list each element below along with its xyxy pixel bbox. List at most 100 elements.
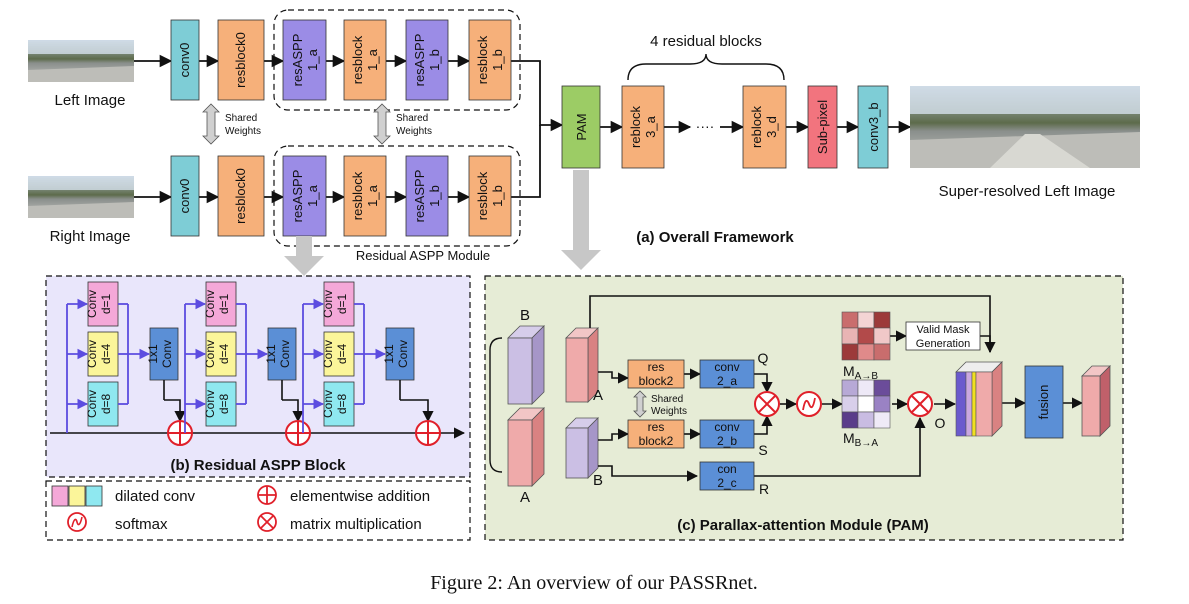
conv0-bottom: conv0 (170, 155, 200, 237)
svg-text:conv: conv (714, 420, 739, 434)
svg-text:resASPP: resASPP (290, 170, 305, 223)
svg-text:Conv: Conv (203, 390, 217, 418)
svg-text:resblock0: resblock0 (233, 32, 248, 88)
reblock-3d: reblock 3_d (742, 85, 787, 169)
resaspp-1b-top: resASPP 1_b (405, 19, 449, 101)
aspp-add-1 (167, 420, 193, 446)
svg-text:conv0: conv0 (177, 43, 192, 78)
svg-text:3_a: 3_a (643, 115, 658, 137)
svg-text:Conv: Conv (278, 340, 292, 368)
svg-text:Conv: Conv (396, 340, 410, 368)
svg-text:1_a: 1_a (365, 184, 380, 206)
svg-text:block2: block2 (639, 374, 674, 388)
down-arrow-aspp (284, 236, 324, 276)
residual-aspp-module-label: Residual ASPP Module (356, 248, 490, 263)
aspp-module-bottom-outline (273, 145, 521, 247)
svg-text:Shared: Shared (651, 394, 683, 405)
conv2b-block: conv 2_b (699, 419, 755, 449)
legend-dilated-label: dilated conv (115, 488, 196, 505)
svg-text:reblock: reblock (749, 106, 764, 148)
legend-add-icon (257, 485, 277, 505)
svg-text:res: res (648, 360, 665, 374)
pam-matmul-2 (907, 391, 933, 417)
svg-text:Conv: Conv (85, 290, 99, 318)
resblock0-top: resblock0 (217, 19, 265, 101)
svg-text:d=8: d=8 (99, 393, 113, 414)
resaspp-1b-bottom: resASPP 1_b (405, 155, 449, 237)
attention-map-b-to-a (841, 379, 891, 429)
svg-text:reblock: reblock (628, 106, 643, 148)
svg-text:d=1: d=1 (217, 293, 231, 314)
svg-text:resblock: resblock (350, 171, 365, 220)
svg-text:d=8: d=8 (217, 393, 231, 414)
aspp-conv-1x1-box (267, 327, 297, 381)
svg-text:Conv: Conv (321, 390, 335, 418)
svg-text:Weights: Weights (396, 126, 432, 137)
aspp-conv-1x1-box (149, 327, 179, 381)
resblock0-bottom: resblock0 (217, 155, 265, 237)
valid-mask-generation-box: Valid Mask Generation (905, 321, 981, 351)
conv3b-block: conv3_b (857, 85, 889, 169)
legend-add-label: elementwise addition (290, 488, 430, 505)
svg-text:d=8: d=8 (335, 393, 349, 414)
figure-caption: Figure 2: An overview of our PASSRnet. (430, 572, 758, 594)
resblock-1b-bottom: resblock 1_b (468, 155, 512, 237)
svg-text:Conv: Conv (321, 290, 335, 318)
attention-map-a-to-b (841, 311, 891, 361)
svg-text:d=4: d=4 (335, 343, 349, 364)
svg-text:Conv: Conv (85, 390, 99, 418)
svg-text:1_a: 1_a (305, 184, 320, 206)
left-image (28, 40, 134, 82)
aspp-conv-d4-box (87, 331, 119, 377)
blocks-ellipsis: ···· (696, 118, 715, 134)
pam-output-feature (1081, 365, 1111, 437)
legend-panel (45, 480, 471, 541)
svg-text:Sub-pixel: Sub-pixel (815, 100, 830, 154)
aspp-conv-d1-box (87, 281, 119, 327)
svg-text:conv: conv (714, 360, 739, 374)
resblock-1a-bottom: resblock 1_a (343, 155, 387, 237)
resblock-1b-top: resblock 1_b (468, 19, 512, 101)
aspp-conv-d4-box (205, 331, 237, 377)
resblock-1a-top: resblock 1_a (343, 19, 387, 101)
aspp-conv-d8-box (205, 381, 237, 427)
svg-text:2_c: 2_c (717, 476, 736, 490)
svg-text:Conv: Conv (160, 340, 174, 368)
fusion-block: fusion (1024, 365, 1064, 439)
pam-label-a-mid: A (593, 387, 603, 404)
legend-matmul-icon (257, 512, 277, 532)
pam-concat-stack (955, 361, 1003, 437)
svg-text:d=1: d=1 (99, 293, 113, 314)
svg-text:Generation: Generation (916, 338, 970, 350)
svg-text:Valid Mask: Valid Mask (917, 324, 970, 336)
pam-input-feature-b (507, 325, 545, 405)
svg-text:1_a: 1_a (305, 48, 320, 70)
aspp-conv-d8-box (323, 381, 355, 427)
svg-text:d=1: d=1 (335, 293, 349, 314)
svg-text:resASPP: resASPP (290, 34, 305, 87)
pam-label-s: S (758, 442, 767, 458)
res-block2-top: res block2 (627, 359, 685, 389)
resaspp-1a-bottom: resASPP 1_a (282, 155, 327, 237)
svg-text:d=4: d=4 (217, 343, 231, 364)
pam-feature-b (565, 417, 599, 479)
svg-text:PAM: PAM (574, 113, 589, 140)
con2c-block: con 2_c (699, 461, 755, 491)
svg-text:resblock: resblock (350, 35, 365, 84)
svg-text:conv0: conv0 (177, 179, 192, 214)
pam-label-b-mid: B (593, 472, 603, 489)
pam-softmax (796, 391, 822, 417)
four-blocks-brace (627, 53, 785, 81)
pam-block: PAM (561, 85, 601, 169)
svg-text:Shared: Shared (225, 113, 257, 124)
